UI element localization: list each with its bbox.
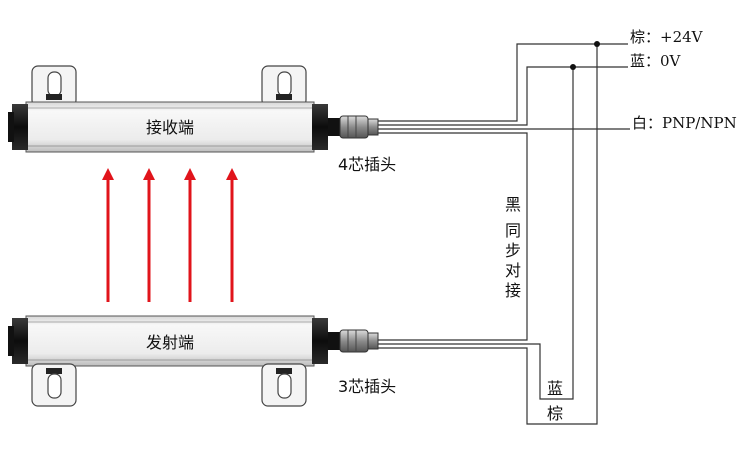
emitter-end-cap-left xyxy=(12,318,28,364)
receiver-plug-label: 4芯插头 xyxy=(338,155,396,174)
beam-arrow xyxy=(226,168,238,302)
wire-label-brown: 棕：+24V xyxy=(630,28,704,46)
receiver-end-cap-right xyxy=(312,104,328,150)
mounting-bracket-left xyxy=(31,363,77,407)
sync-note-char: 同 xyxy=(505,221,521,240)
emitter-plug-label: 3芯插头 xyxy=(338,377,396,396)
emitter-connector-icon xyxy=(328,329,379,353)
wiring xyxy=(378,41,630,425)
sync-note-char: 对 xyxy=(505,261,521,280)
junction-dot xyxy=(570,64,576,70)
wire-label-blue: 蓝：0V xyxy=(630,52,682,70)
sync-note: 黑 同 步 对 接 xyxy=(505,195,521,300)
beam-arrow xyxy=(143,168,155,302)
mounting-bracket-right xyxy=(261,363,307,407)
wire-label-white: 白：PNP/NPN xyxy=(632,114,737,132)
receiver-label: 接收端 xyxy=(146,118,194,137)
sync-note-char: 步 xyxy=(505,241,521,260)
receiver-end-cap-left xyxy=(12,104,28,150)
light-beam-arrows xyxy=(102,168,238,302)
emitter-end-cap-right xyxy=(312,318,328,364)
beam-arrow xyxy=(184,168,196,302)
receiver-connector-icon xyxy=(328,115,379,139)
emitter-label: 发射端 xyxy=(146,333,194,352)
bottom-label-blue: 蓝 xyxy=(547,379,563,398)
mounting-bracket-left xyxy=(31,65,77,107)
emitter-unit: 发射端 3芯插头 xyxy=(8,315,396,407)
mounting-bracket-right xyxy=(261,65,307,107)
junction-dot xyxy=(594,41,600,47)
bottom-label-brown: 棕 xyxy=(547,404,563,423)
sync-note-char: 黑 xyxy=(505,195,521,214)
receiver-housing xyxy=(25,101,315,153)
receiver-unit: 接收端 4芯插头 xyxy=(8,65,396,174)
beam-arrow xyxy=(102,168,114,302)
sync-note-char: 接 xyxy=(505,281,521,300)
